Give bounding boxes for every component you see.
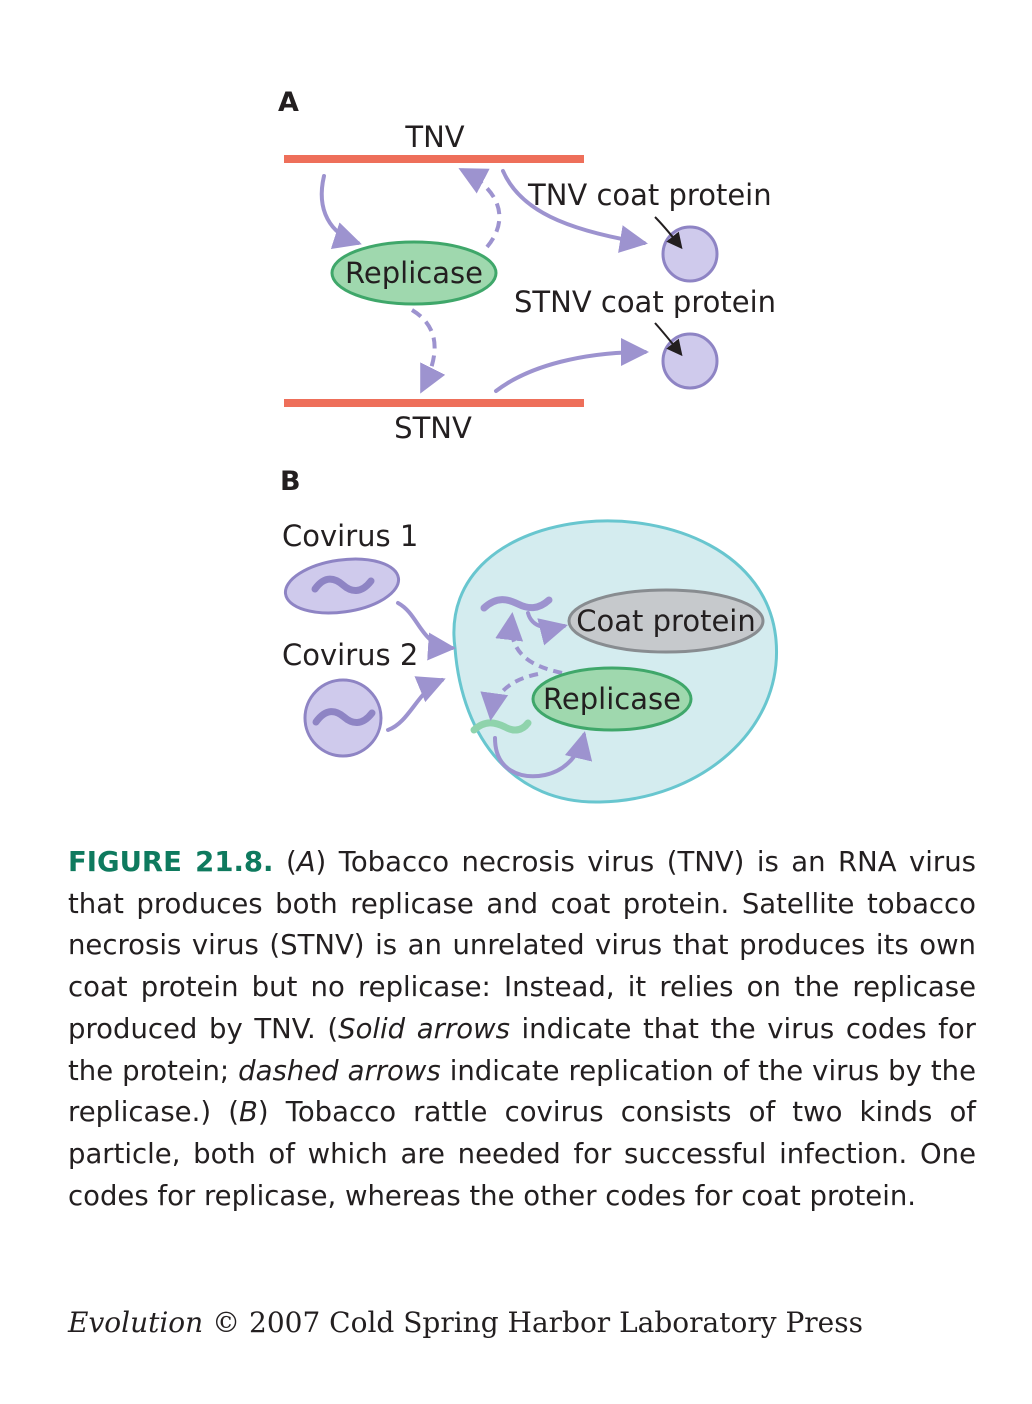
panel-a-label: A xyxy=(278,87,299,118)
arrow-covirus1-entry xyxy=(396,601,456,661)
replicase-label-b: Replicase xyxy=(543,682,681,716)
tnv-label: TNV xyxy=(404,120,464,154)
coat-protein-label: Coat protein xyxy=(576,604,755,638)
replicase-ellipse-b xyxy=(531,666,693,732)
tnv-rna-bar xyxy=(284,155,584,163)
replicase-rna-icon xyxy=(470,719,532,734)
replicase-label-a: Replicase xyxy=(345,256,483,290)
arrow-rna-to-replicase xyxy=(493,731,593,779)
arrow-rna-to-coat xyxy=(526,611,568,646)
caption-seg7: indicate replication of the virus by the… xyxy=(68,1054,976,1129)
panel-b: B Covirus 1 Covirus 2 Coat protein Repli… xyxy=(280,466,778,804)
caption-seg5: indicate that the virus codes for the pr… xyxy=(68,1012,976,1087)
pointer-tnv-coat xyxy=(654,216,683,250)
arrow-covirus2-entry xyxy=(386,676,446,732)
tnv-coat-label: TNV coat protein xyxy=(527,178,772,212)
coat-rna-icon xyxy=(480,596,553,612)
panel-b-label: B xyxy=(280,466,301,497)
arrow-replicase-to-coat-rna xyxy=(495,612,563,675)
figure-diagram: A TNV Replicase TNV coat protein STNV co… xyxy=(278,87,778,804)
arrow-tnv-to-coat xyxy=(501,169,648,253)
stnv-rna-bar xyxy=(284,399,584,407)
arrow-tnv-to-replicase xyxy=(319,174,362,249)
credit-rest: © 2007 Cold Spring Harbor Laboratory Pre… xyxy=(203,1306,863,1339)
covirus2-rna-icon xyxy=(312,708,376,726)
stnv-label: STNV xyxy=(394,411,472,445)
caption-seg6: dashed arrows xyxy=(238,1054,441,1087)
covirus1-rna-icon xyxy=(311,575,375,594)
covirus1-label: Covirus 1 xyxy=(282,519,418,553)
caption-seg3: ) Tobacco necrosis virus (TNV) is an RNA… xyxy=(68,846,976,1045)
stnv-coat-label: STNV coat protein xyxy=(514,285,776,319)
pointer-stnv-coat xyxy=(654,322,683,357)
figure-caption: FIGURE 21.8. (A) Tobacco necrosis virus … xyxy=(68,842,976,1217)
copyright-credit: Evolution © 2007 Cold Spring Harbor Labo… xyxy=(68,1306,988,1339)
caption-seg9: ) Tobacco rattle covirus consists of two… xyxy=(68,1096,976,1212)
replicase-ellipse-a xyxy=(330,240,498,306)
arrow-replicase-to-replicase-rna xyxy=(480,672,539,721)
panel-a: A TNV Replicase TNV coat protein STNV co… xyxy=(278,87,776,445)
figure-label: FIGURE 21.8. xyxy=(68,846,274,878)
coat-protein-ellipse xyxy=(567,588,765,654)
arrow-stnv-to-coat xyxy=(494,338,649,393)
caption-seg4: Solid arrows xyxy=(338,1012,510,1045)
caption-seg2: A xyxy=(296,846,316,878)
covirus2-label: Covirus 2 xyxy=(282,638,418,672)
arrow-replicase-to-tnv xyxy=(458,168,502,249)
caption-seg1: ( xyxy=(273,846,297,878)
caption-seg8: B xyxy=(238,1096,258,1129)
credit-book-title: Evolution xyxy=(68,1306,204,1339)
arrow-replicase-to-stnv xyxy=(410,308,446,394)
